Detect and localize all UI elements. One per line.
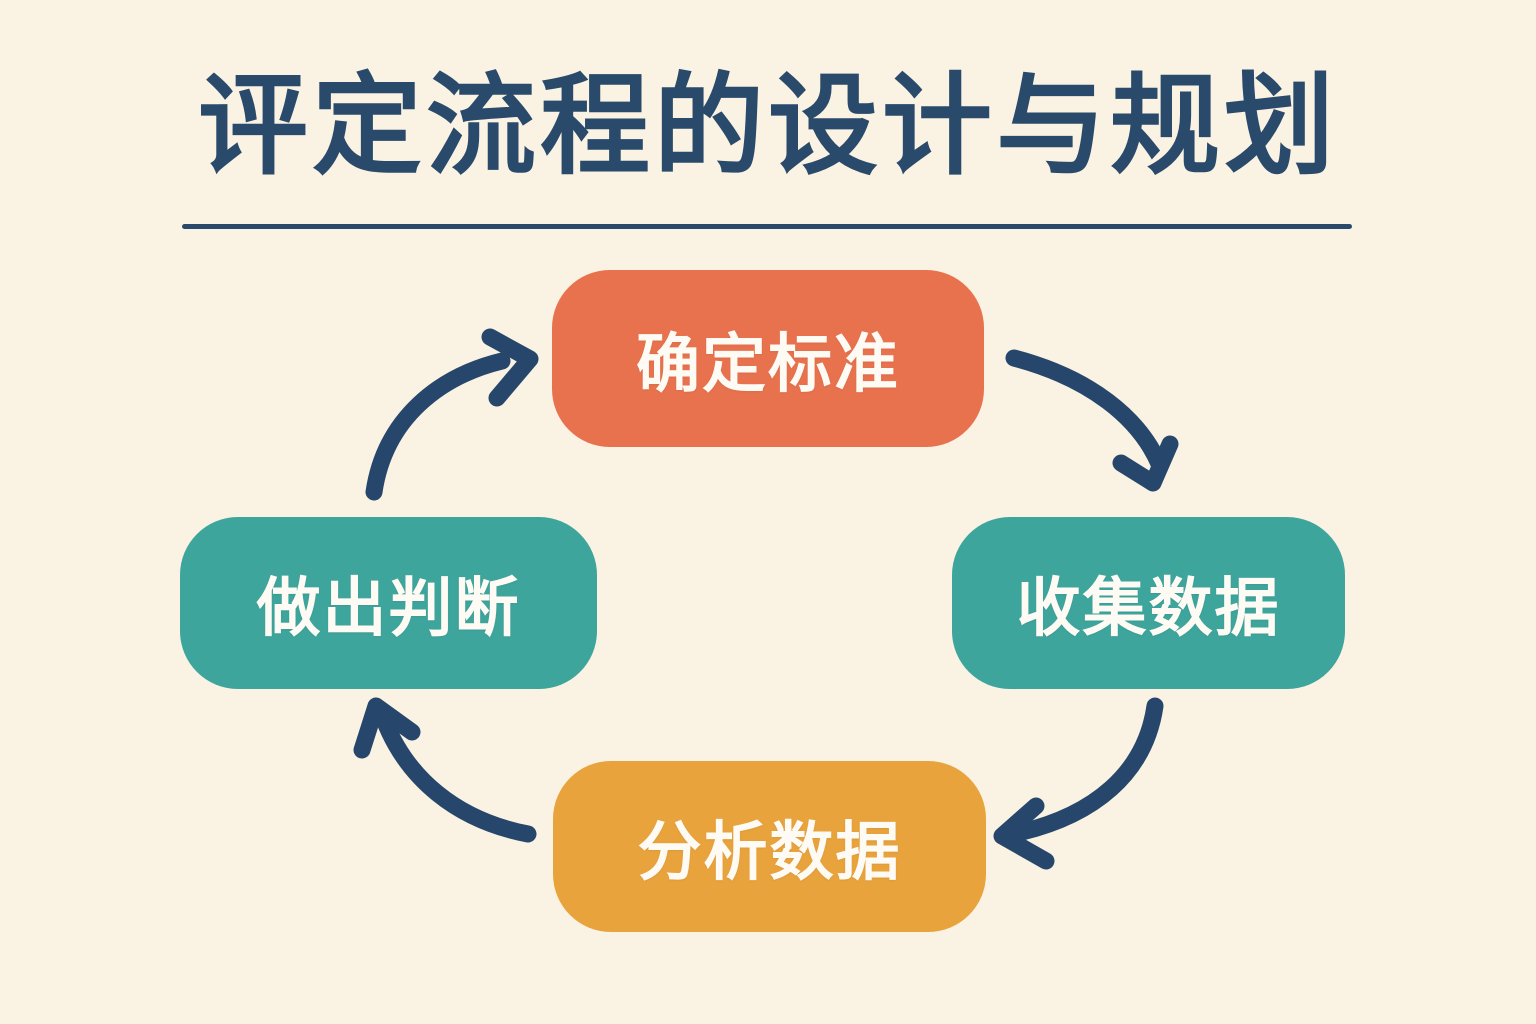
arrow-top-to-right-icon <box>1005 349 1179 492</box>
arrow-bottom-to-left-icon <box>353 697 537 843</box>
page-title: 评定流程的设计与规划 <box>198 62 1338 190</box>
cycle-node-make-judgment: 做出判断 <box>180 517 597 689</box>
cycle-node-label: 分析数据 <box>637 815 902 890</box>
cycle-node-label: 确定标准 <box>636 327 900 402</box>
cycle-node-label: 收集数据 <box>1016 572 1281 646</box>
arrow-left-to-top-icon <box>365 328 539 501</box>
title-underline-divider <box>182 224 1352 229</box>
cycle-node-collect-data: 收集数据 <box>952 517 1345 689</box>
cycle-node-analyze-data: 分析数据 <box>553 761 986 932</box>
cycle-node-label: 做出判断 <box>256 572 521 646</box>
arrow-right-to-bottom-icon <box>993 697 1164 870</box>
cycle-node-define-criteria: 确定标准 <box>552 270 984 447</box>
